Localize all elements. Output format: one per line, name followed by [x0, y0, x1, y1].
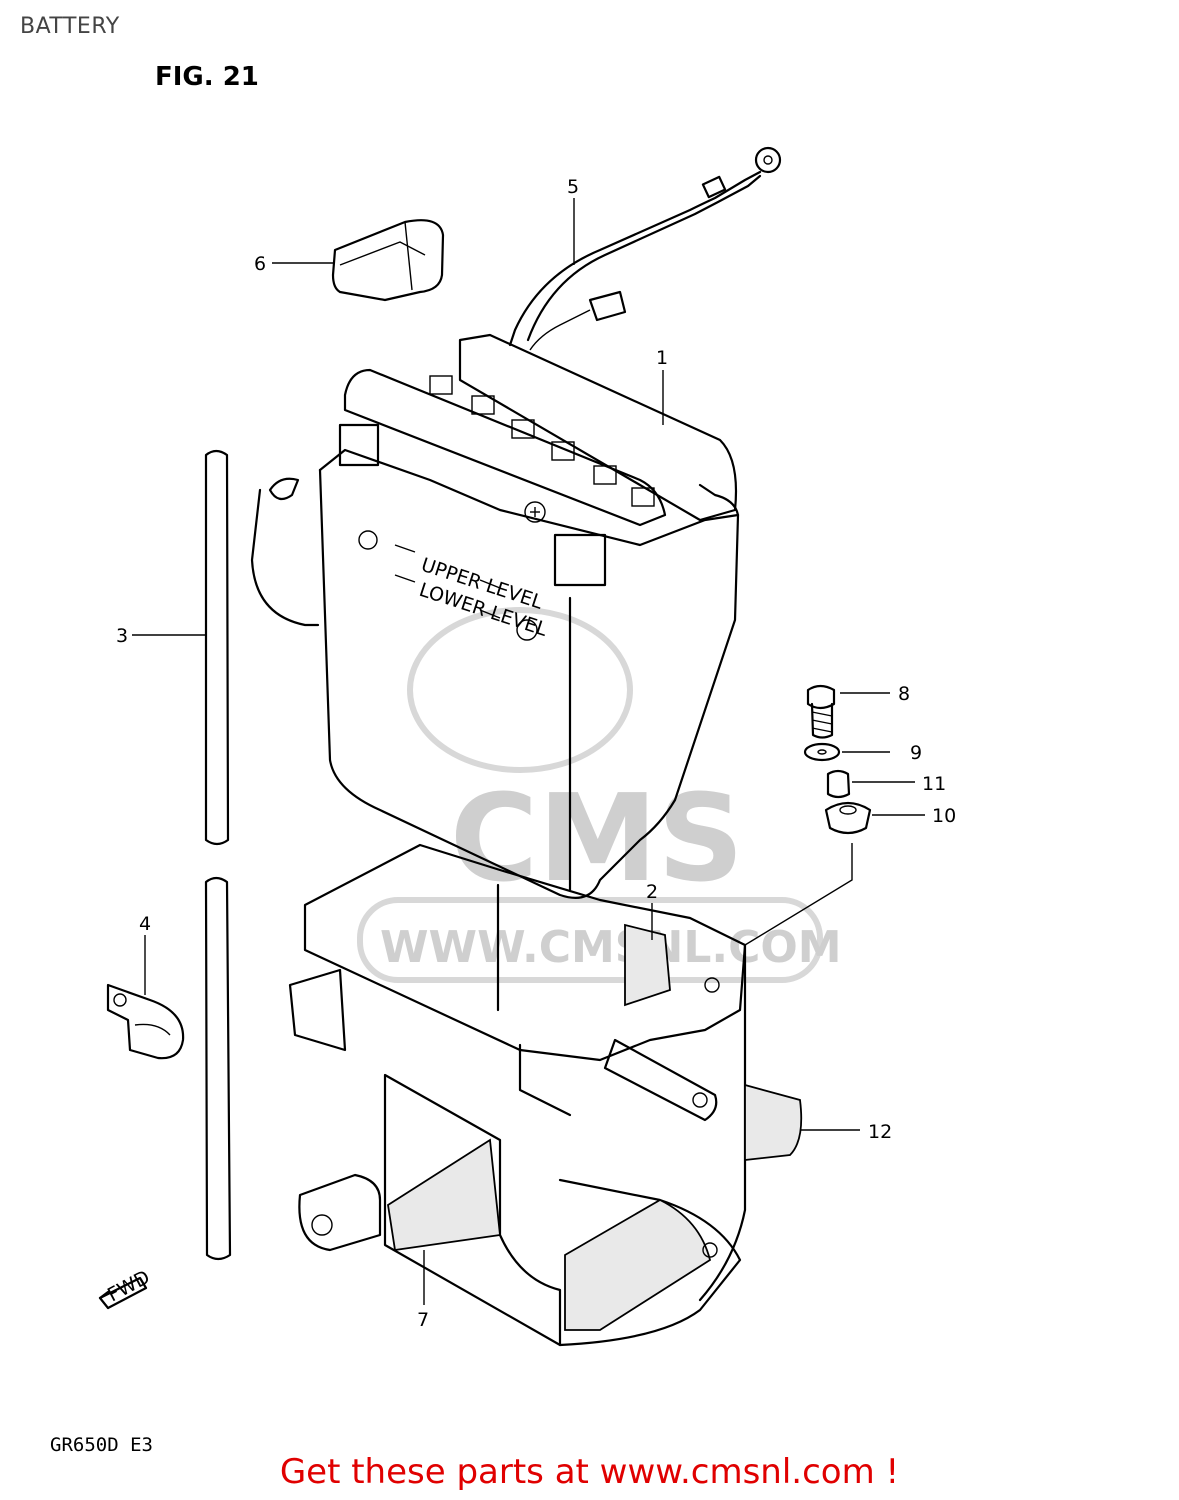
callout-5: 5 [567, 176, 579, 198]
watermark: CMS WWW.CMSNL.COM [357, 607, 842, 983]
watermark-logo: CMS [450, 770, 744, 909]
callout-3: 3 [116, 625, 128, 647]
cushion [824, 801, 872, 835]
terminal-cover [331, 219, 445, 302]
callout-9: 9 [910, 742, 922, 764]
part-callouts: 1 2 3 4 5 6 7 8 9 10 11 12 [116, 176, 956, 1331]
battery-cable [508, 146, 782, 351]
forward-direction-arrow: FWD [98, 1266, 154, 1310]
battery-holder [288, 843, 803, 1347]
model-code: GR650D E3 [50, 1434, 153, 1456]
footer-shop-link[interactable]: Get these parts at www.cmsnl.com ! [279, 1452, 900, 1492]
figure-label: FIG. 21 [155, 62, 259, 92]
callout-8: 8 [898, 683, 910, 705]
callout-1: 1 [656, 347, 668, 369]
callout-7: 7 [417, 1309, 429, 1331]
callout-2: 2 [646, 881, 658, 903]
callout-11: 11 [922, 773, 946, 795]
vent-tube [204, 449, 232, 1261]
forward-direction-label: FWD [104, 1266, 153, 1306]
callout-4: 4 [139, 913, 151, 935]
watermark-url: WWW.CMSNL.COM [380, 922, 842, 973]
callout-10: 10 [932, 805, 956, 827]
callout-6: 6 [254, 253, 266, 275]
tube-clamp [106, 983, 185, 1060]
page-title: BATTERY [20, 14, 120, 39]
mounting-bolt [806, 684, 836, 739]
washer [803, 742, 841, 762]
collar [826, 769, 851, 799]
callout-12: 12 [868, 1121, 892, 1143]
